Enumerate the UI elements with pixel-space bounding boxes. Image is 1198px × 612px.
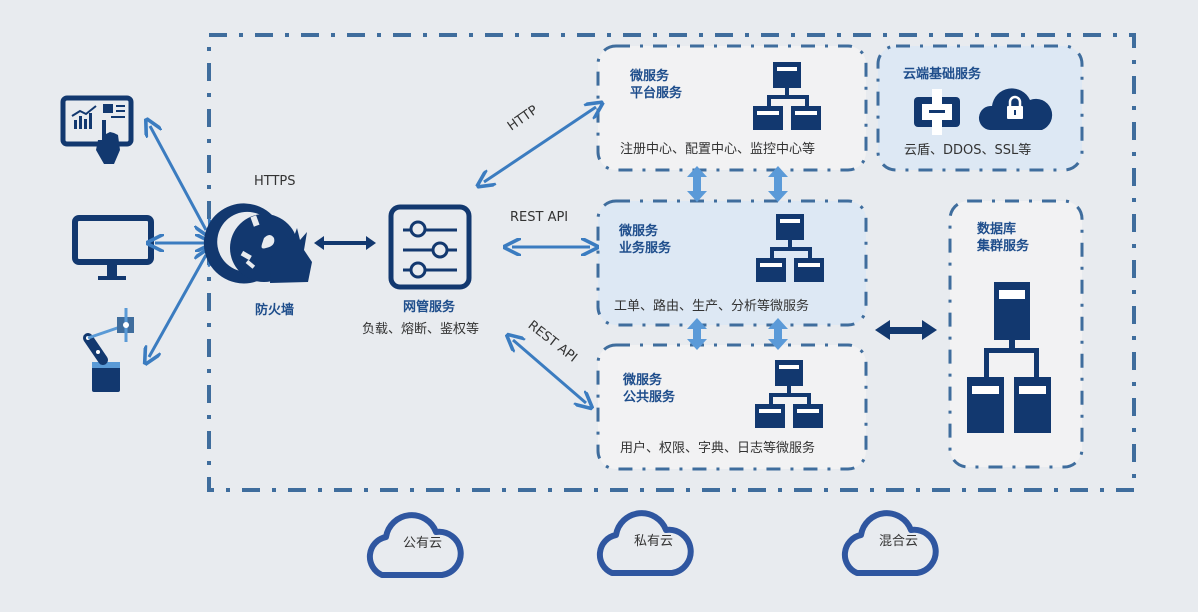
deployment-cloud-private — [596, 510, 694, 576]
common-service-title: 微服务 公共服务 — [623, 373, 676, 405]
vertical-arrow — [768, 166, 788, 202]
vertical-arrow — [768, 318, 788, 350]
gateway-title: 网管服务 — [403, 300, 456, 315]
vertical-arrow — [687, 318, 707, 350]
cloud-base-service-box — [876, 44, 1084, 172]
deployment-cloud-public — [366, 512, 464, 578]
cloud-lock-icon — [978, 88, 1053, 130]
sliders-icon — [388, 204, 472, 290]
hierarchy-icon — [755, 360, 823, 428]
deployment-public-label: 公有云 — [403, 536, 443, 551]
rest-api-label: REST API — [510, 210, 569, 225]
firewall-icon — [203, 203, 312, 284]
database-server-icon — [967, 282, 1051, 433]
client-arrows — [149, 126, 206, 357]
gateway-service-arrows — [484, 107, 596, 403]
database-title: 数据库 集群服务 — [977, 222, 1030, 254]
cloud-base-title: 云端基础服务 — [903, 67, 982, 82]
common-service-desc: 用户、权限、字典、日志等微服务 — [620, 441, 816, 456]
gateway-desc: 负载、熔断、鉴权等 — [362, 322, 480, 337]
services-database-arrow — [875, 320, 937, 340]
business-service-title: 微服务 业务服务 — [619, 224, 672, 256]
firewall-gateway-arrow — [314, 236, 376, 250]
firewall-label: 防火墙 — [255, 303, 295, 318]
robot-arm-icon — [83, 308, 134, 392]
vertical-arrow — [687, 166, 707, 202]
platform-service-desc: 注册中心、配置中心、监控中心等 — [620, 142, 816, 157]
https-label: HTTPS — [254, 174, 296, 189]
business-service-desc: 工单、路由、生产、分析等微服务 — [614, 299, 810, 314]
deployment-cloud-hybrid — [841, 510, 939, 576]
tablet-chart-touch-icon — [60, 95, 134, 164]
hierarchy-icon — [753, 62, 821, 130]
service-vertical-arrows — [687, 166, 788, 350]
cloud-base-desc: 云盾、DDOS、SSL等 — [904, 143, 1032, 158]
deployment-private-label: 私有云 — [634, 534, 674, 549]
hierarchy-icon — [756, 214, 824, 282]
deployment-hybrid-label: 混合云 — [879, 534, 919, 549]
monitor-icon — [72, 215, 154, 280]
shield-icon — [914, 89, 960, 135]
platform-service-title: 微服务 平台服务 — [630, 69, 683, 101]
